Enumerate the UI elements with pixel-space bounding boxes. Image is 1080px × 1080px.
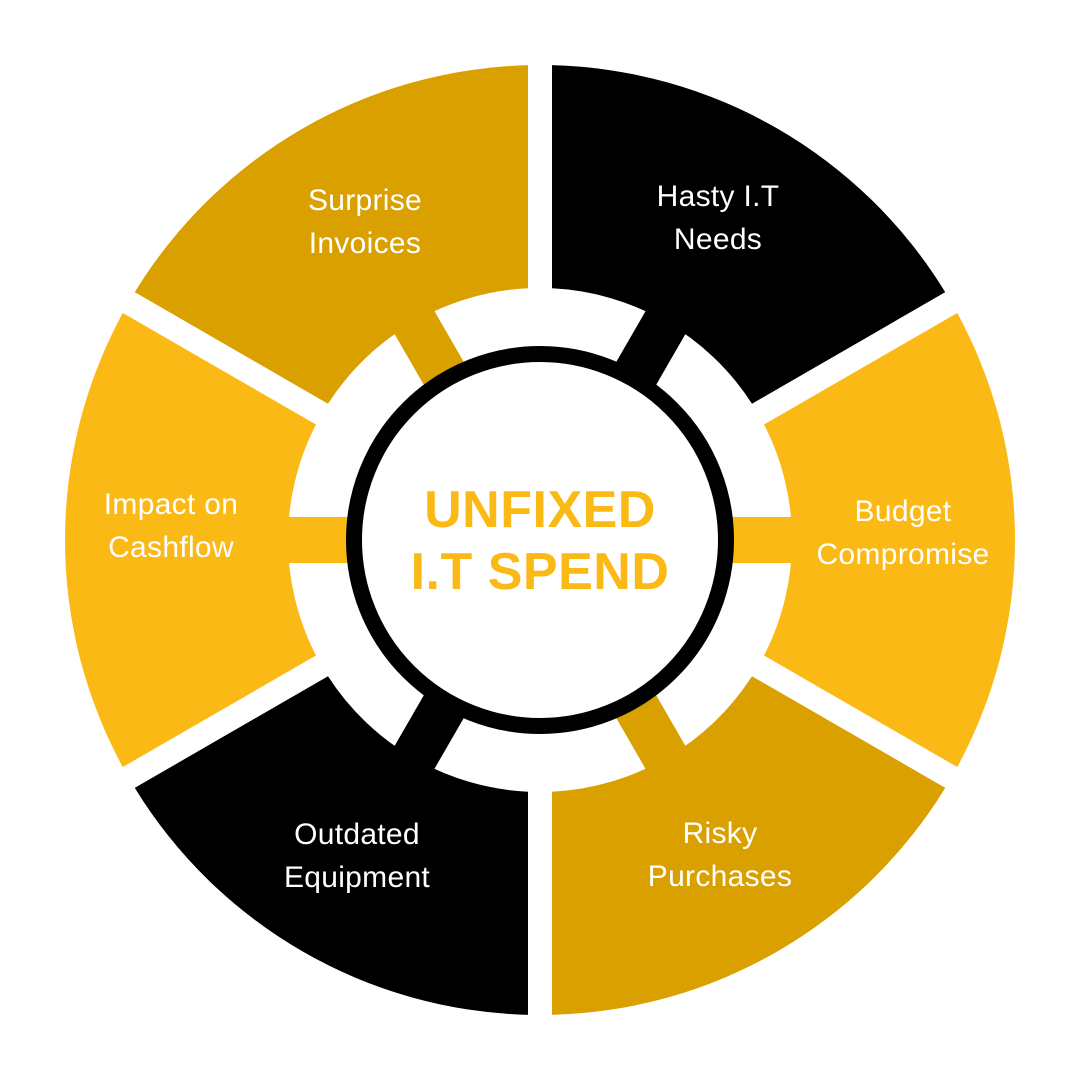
segment-label-line: Cashflow <box>108 531 234 564</box>
center-title: UNFIXED I.T SPEND <box>370 479 710 603</box>
center-circle <box>346 346 734 734</box>
segment-surprise-invoices <box>552 65 946 404</box>
segment-label-line: Purchases <box>647 860 793 893</box>
segment-label-line: Equipment <box>283 861 431 894</box>
center-title-line-2: I.T SPEND <box>410 543 670 601</box>
segment-label-budget-compromise: Budget Compromise <box>763 490 1043 576</box>
segment-label-line: Surprise <box>307 184 423 217</box>
segment-hasty-it-needs <box>763 312 1015 768</box>
segment-label-line: Risky <box>682 817 758 850</box>
segment-label-line: Needs <box>673 223 763 256</box>
segment-label-risky-purchases: Risky Purchases <box>580 812 860 898</box>
segment-risky-purchases <box>134 676 528 1015</box>
segment-label-line: Hasty I.T <box>656 180 780 213</box>
segment-label-impact-on-cashflow: Impact on Cashflow <box>31 483 311 569</box>
segment-label-line: Outdated <box>294 818 420 851</box>
segment-label-line: Impact on <box>103 488 239 521</box>
segment-label-surprise-invoices: Surprise Invoices <box>225 179 505 265</box>
segment-label-line: Invoices <box>308 227 422 260</box>
segment-impact-on-cashflow <box>134 65 528 404</box>
segment-label-hasty-it-needs: Hasty I.T Needs <box>578 175 858 261</box>
center-title-line-1: UNFIXED <box>424 481 656 539</box>
segment-outdated-equipment <box>65 312 317 768</box>
segment-budget-compromise <box>552 676 946 1015</box>
segment-label-outdated-equipment: Outdated Equipment <box>217 813 497 899</box>
segment-label-line: Budget <box>854 495 952 528</box>
segment-label-line: Compromise <box>816 538 990 571</box>
